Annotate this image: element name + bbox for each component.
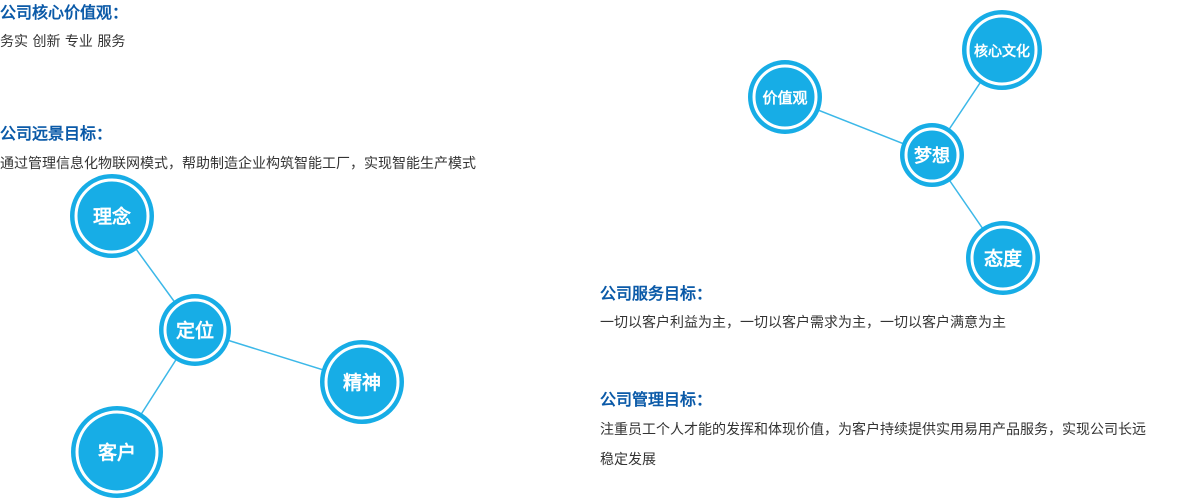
node-jiazhiguan: 价值观 bbox=[748, 60, 822, 134]
node-taidu: 态度 bbox=[966, 221, 1040, 295]
svg-text:客户: 客户 bbox=[98, 441, 136, 464]
node-dingwei: 定位 bbox=[159, 294, 231, 366]
vision-text: 通过管理信息化物联网模式，帮助制造企业构筑智能工厂，实现智能生产模式 bbox=[0, 156, 476, 172]
svg-text:价值观: 价值观 bbox=[762, 89, 807, 107]
core-values-title: 公司核心价值观： bbox=[0, 3, 129, 22]
node-hexinwenhua: 核心文化 bbox=[962, 10, 1042, 90]
core-values-text: 务实 创新 专业 服务 bbox=[0, 34, 126, 50]
svg-text:态度: 态度 bbox=[984, 247, 1023, 270]
service-title: 公司服务目标： bbox=[600, 284, 713, 303]
svg-text:理念: 理念 bbox=[93, 205, 131, 228]
svg-text:核心文化: 核心文化 bbox=[974, 43, 1030, 60]
node-jingshen: 精神 bbox=[320, 340, 404, 424]
svg-text:梦想: 梦想 bbox=[914, 145, 950, 167]
vision-title: 公司远景目标： bbox=[0, 124, 113, 143]
management-title: 公司管理目标： bbox=[600, 390, 713, 409]
node-kehu: 客户 bbox=[71, 406, 163, 498]
clip-mask bbox=[940, 0, 1070, 9]
management-text: 注重员工个人才能的发挥和体现价值，为客户持续提供实用易用产品服务，实现公司长远稳… bbox=[600, 422, 1146, 468]
node-linian: 理念 bbox=[70, 174, 154, 258]
node-mengxiang: 梦想 bbox=[900, 123, 964, 187]
service-text: 一切以客户利益为主，一切以客户需求为主，一切以客户满意为主 bbox=[600, 315, 1006, 331]
left-diagram-links bbox=[111, 215, 363, 453]
svg-text:精神: 精神 bbox=[343, 371, 381, 394]
svg-text:定位: 定位 bbox=[176, 319, 214, 342]
